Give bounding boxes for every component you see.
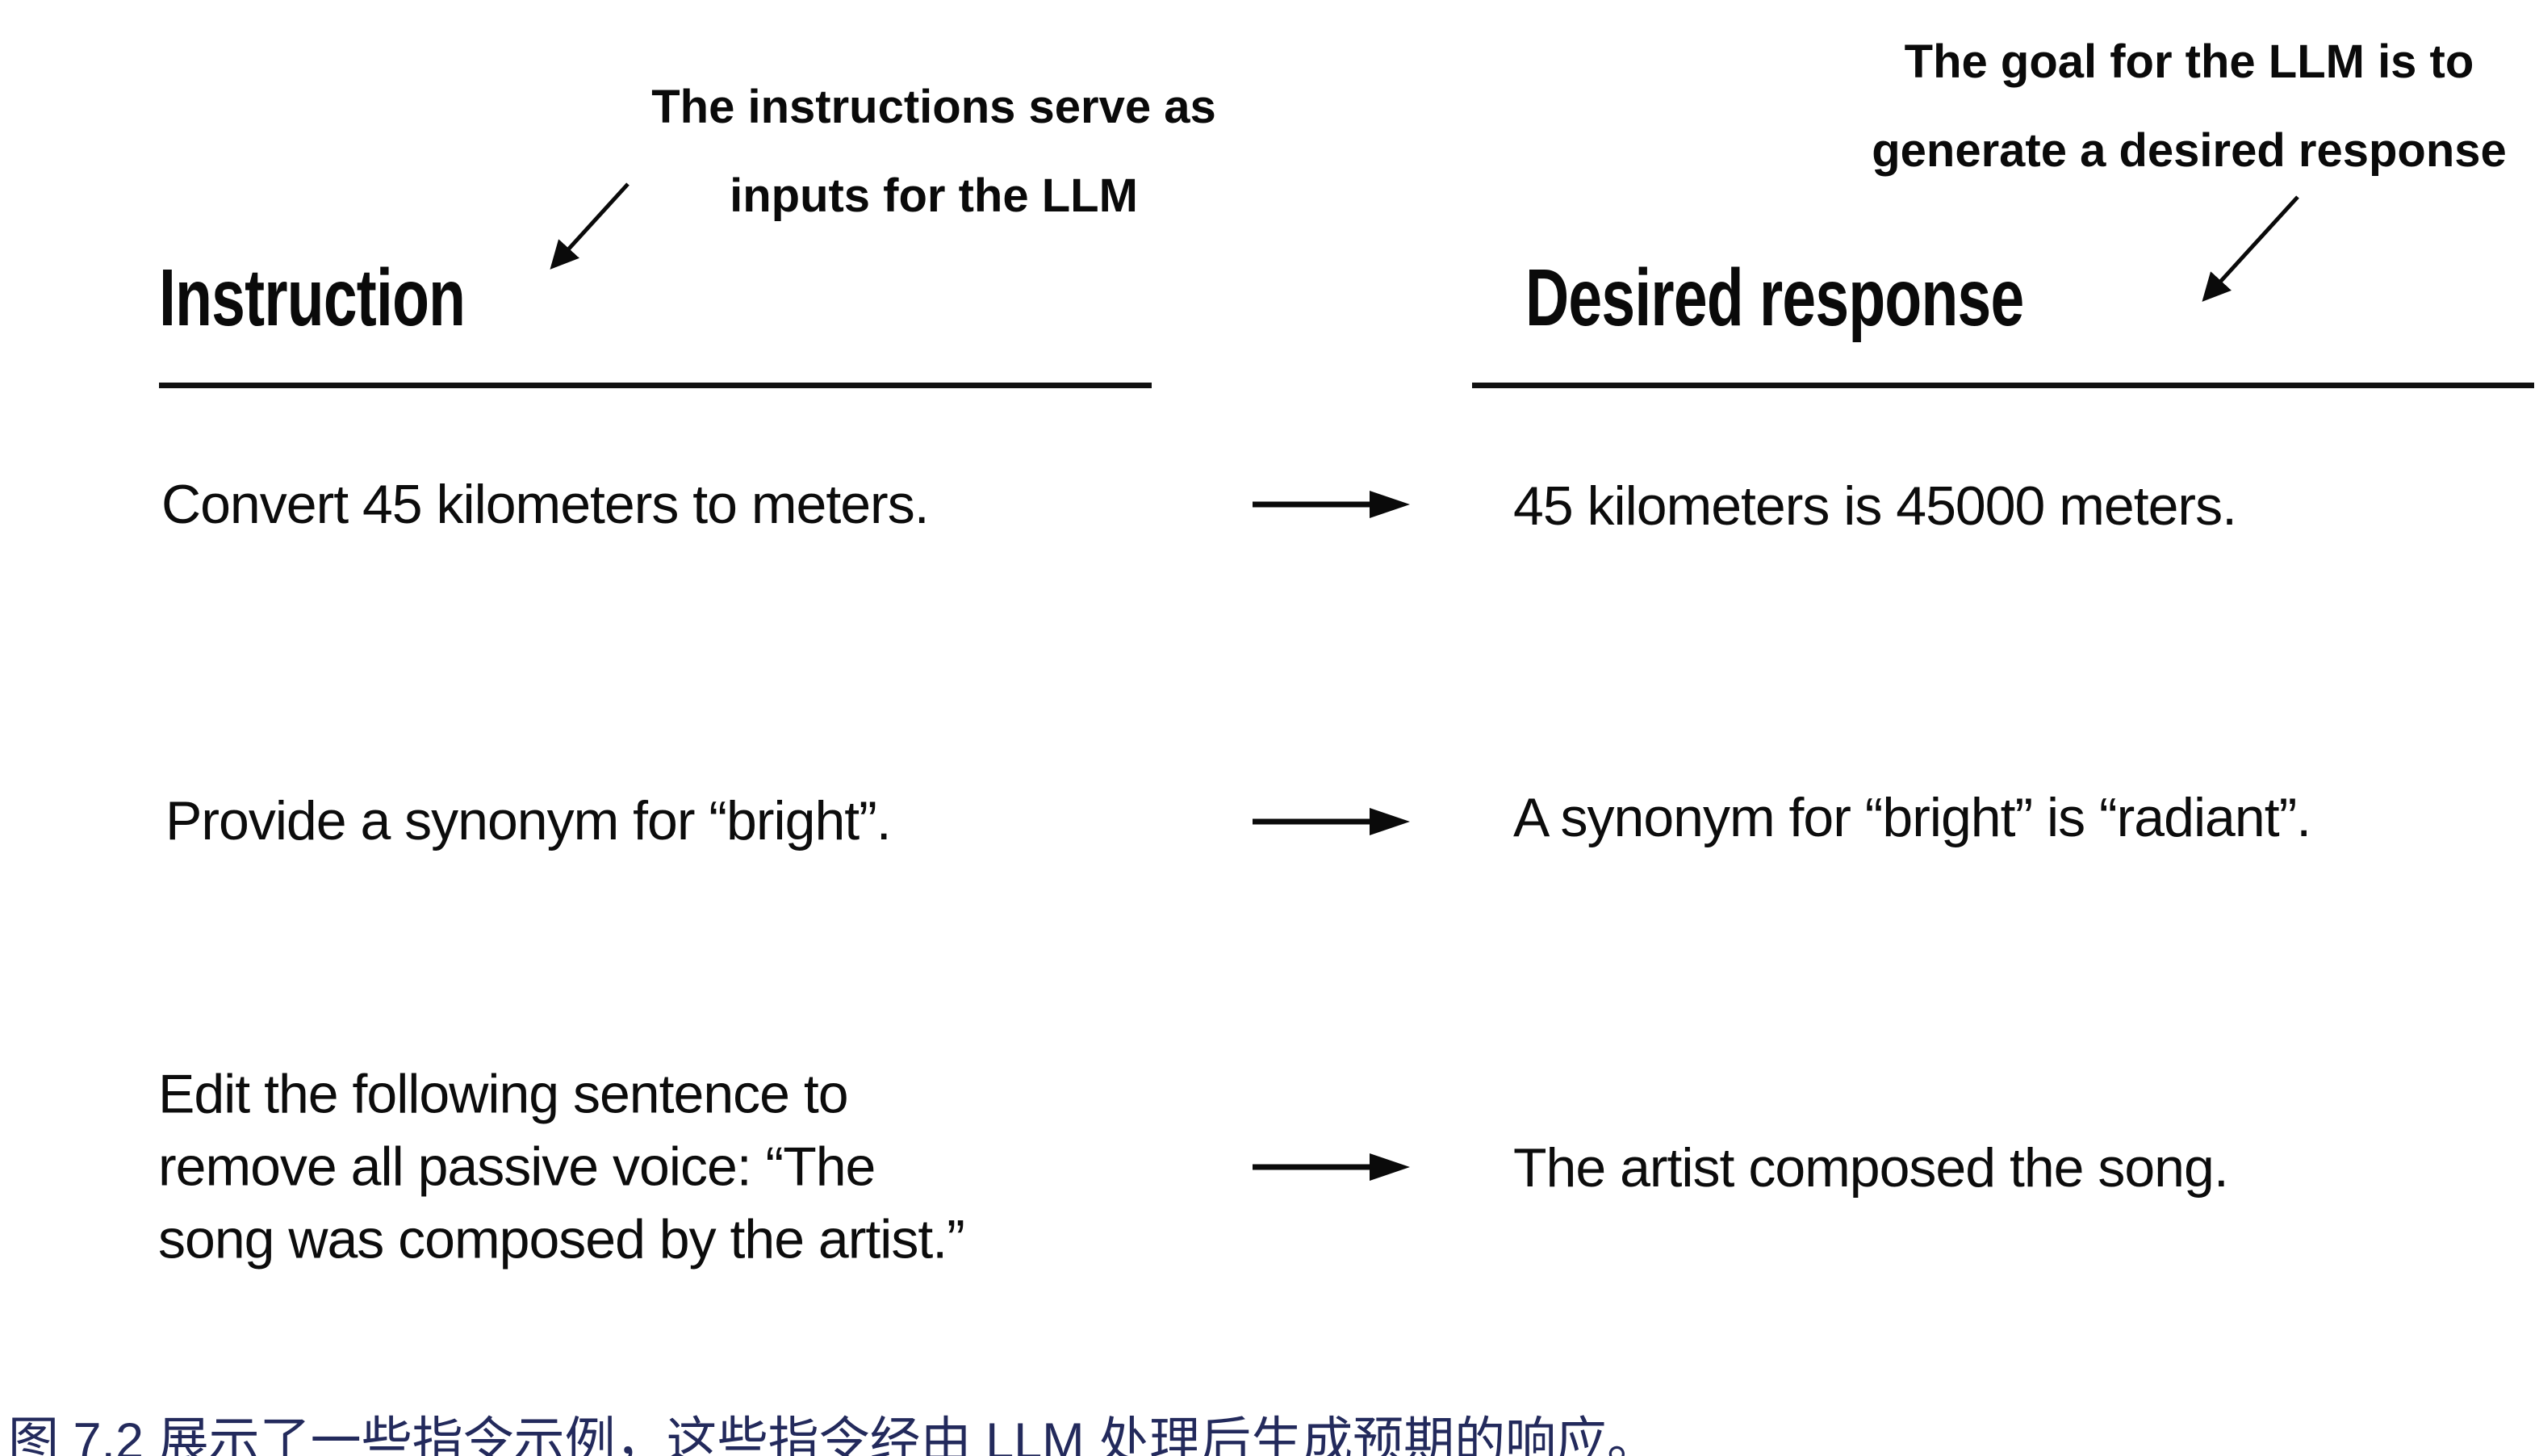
right-arrow-icon <box>1253 491 1410 518</box>
column-header-desired-response: Desired response <box>1525 253 2024 343</box>
annotation-line: The instructions serve as <box>651 81 1216 133</box>
response-column-divider <box>1472 383 2534 388</box>
annotation-line: generate a desired response <box>1872 124 2507 177</box>
instruction-cell: Provide a synonym for “bright”. <box>165 790 892 852</box>
annotation-line: The goal for the LLM is to <box>1904 36 2474 88</box>
column-header-instruction: Instruction <box>159 253 466 343</box>
down-left-arrow-icon <box>2202 195 2299 302</box>
response-cell: 45 kilometers is 45000 meters. <box>1513 475 2237 538</box>
right-arrow-icon <box>1253 808 1410 835</box>
annotation-instruction-note: The instructions serve as inputs for the… <box>611 63 1257 241</box>
instruction-cell: Edit the following sentence to remove al… <box>158 1063 965 1270</box>
annotation-response-note: The goal for the LLM is to generate a de… <box>1824 18 2539 195</box>
figure-caption: 图 7.2 展示了一些指令示例，这些指令经由 LLM 处理后生成预期的响应。 <box>8 1413 1659 1456</box>
response-cell: The artist composed the song. <box>1513 1137 2229 1199</box>
response-cell: A synonym for “bright” is “radiant”. <box>1513 787 2311 849</box>
right-arrow-icon <box>1253 1153 1410 1181</box>
instruction-column-divider <box>159 383 1152 388</box>
annotation-line: inputs for the LLM <box>730 169 1138 222</box>
instruction-cell: Convert 45 kilometers to meters. <box>161 474 930 536</box>
down-left-arrow-icon <box>550 182 630 270</box>
